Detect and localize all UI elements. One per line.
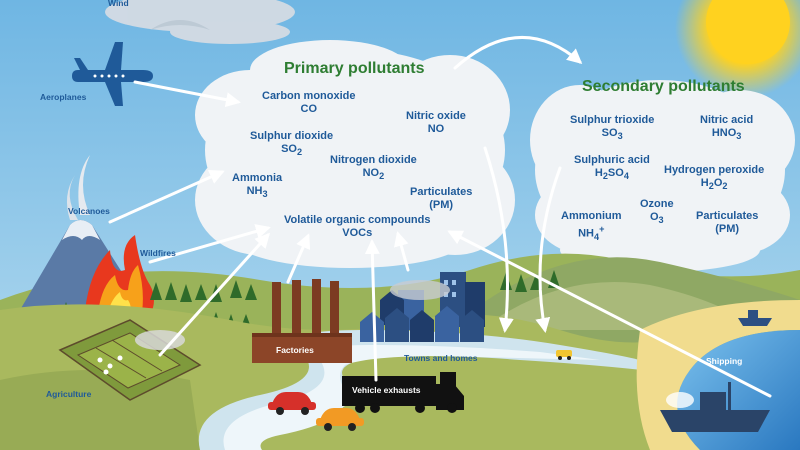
agriculture-label: Agriculture xyxy=(46,389,92,399)
ammonia-label: Ammonia NH3 xyxy=(232,172,283,200)
nitrogen-dioxide-label: Nitrogen dioxide NO2 xyxy=(330,154,417,182)
ammonium-label: Ammonium NH4+ xyxy=(561,210,622,242)
car-yellow-icon xyxy=(556,350,572,360)
shipping-label: Shipping xyxy=(706,356,743,366)
nitric-acid-label: Nitric acid HNO3 xyxy=(700,114,754,142)
primary-pollutants-title: Primary pollutants xyxy=(284,60,425,77)
carbon-monoxide-label: Carbon monoxide CO xyxy=(262,90,356,115)
aeroplanes-label: Aeroplanes xyxy=(40,92,87,102)
sulphur-dioxide-label: Sulphur dioxide SO2 xyxy=(250,130,334,158)
sun-icon xyxy=(675,0,800,98)
nitric-oxide-label: Nitric oxide NO xyxy=(406,110,466,135)
aeroplane-icon xyxy=(72,42,153,106)
secondary-pollutants-cloud xyxy=(530,80,795,272)
secondary-pollutants-title: Secondary pollutants xyxy=(582,78,745,95)
vehicle-exhausts-label: Vehicle exhausts xyxy=(352,385,421,395)
vocs-label: Volatile organic compounds VOCs xyxy=(284,214,431,239)
sulphuric-acid-label: Sulphuric acid H2SO4 xyxy=(574,154,650,182)
towns-homes-label: Towns and homes xyxy=(404,353,478,363)
wildfires-label: Wildfires xyxy=(140,248,176,258)
agriculture-field-icon xyxy=(58,319,202,401)
car-red-icon xyxy=(268,392,316,415)
particulates-primary-label: Particulates (PM) xyxy=(410,186,473,211)
towns-homes-icon xyxy=(360,272,485,342)
truck-icon xyxy=(342,372,464,413)
primary-pollutants-cloud xyxy=(195,40,515,268)
land-dark xyxy=(0,370,200,450)
car-orange-icon xyxy=(316,408,364,431)
factory-icon xyxy=(252,279,352,363)
wind-icon xyxy=(105,0,295,44)
factories-label: Factories xyxy=(276,345,314,355)
wind-label: Wind xyxy=(108,0,129,8)
ozone-label: Ozone O3 xyxy=(640,198,674,226)
ship-small-icon xyxy=(738,310,772,326)
pollution-arrows xyxy=(108,35,772,398)
particulates-secondary-label: Particulates (PM) xyxy=(696,210,759,235)
hydrogen-peroxide-label: Hydrogen peroxide H2O2 xyxy=(664,164,765,192)
volcanoes-label: Volcanoes xyxy=(68,206,110,216)
ship-large-icon xyxy=(660,382,770,432)
sulphur-trioxide-label: Sulphur trioxide SO3 xyxy=(570,114,655,142)
